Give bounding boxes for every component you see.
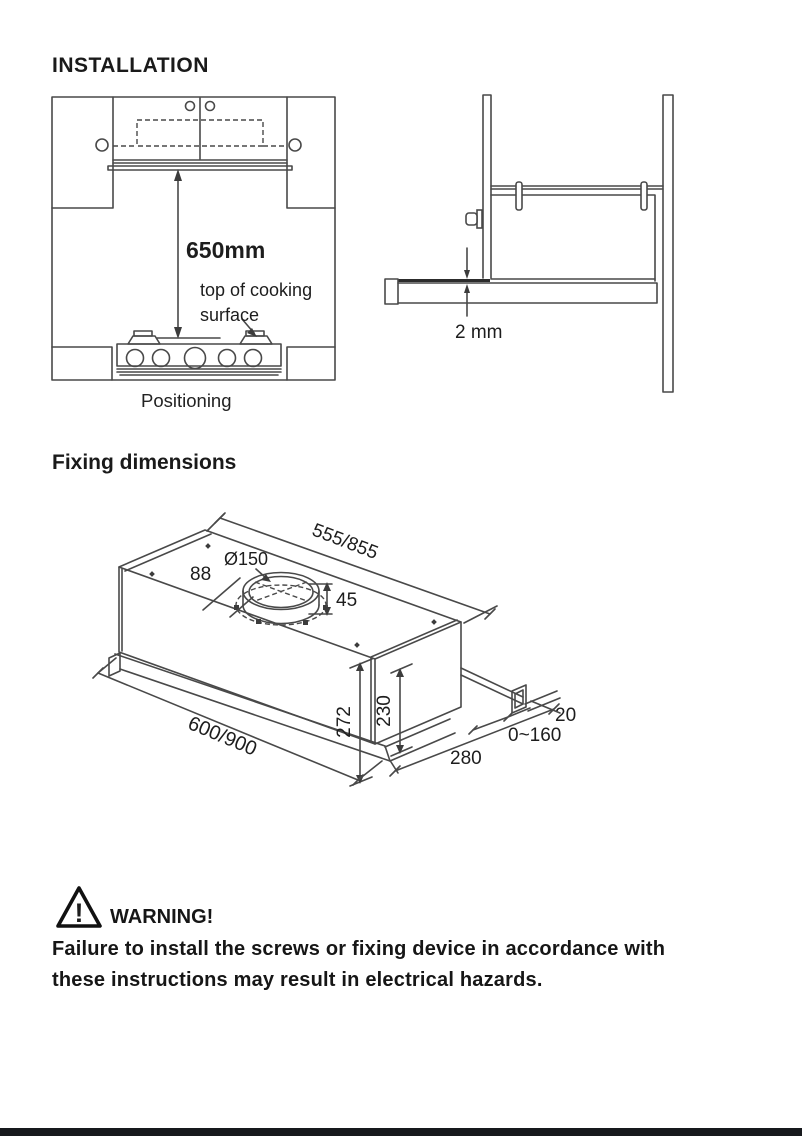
top-length-label: 555/855	[309, 520, 381, 564]
burner-cap-right	[239, 330, 273, 345]
fixing-diagram: 555/855 Ø150 88 45 272 230	[92, 512, 576, 787]
dim-body-height: 230	[374, 663, 413, 757]
bottom-frame	[108, 652, 456, 762]
warning-title: WARNING!	[110, 906, 214, 928]
dim-duct-diameter: Ø150	[224, 549, 271, 582]
gap-dimension	[464, 247, 470, 317]
warning-text-line2: these instructions may result in electri…	[52, 969, 543, 991]
rail-clip-left	[515, 181, 523, 211]
installation-heading: INSTALLATION	[52, 54, 209, 77]
dim-overall-height: 272	[334, 658, 373, 787]
door-knob-left	[184, 100, 196, 112]
positioning-diagram: 650mm top of cooking surface	[51, 96, 336, 381]
body-height-label: 230	[374, 695, 395, 727]
warning-text-line1: Failure to install the screws or fixing …	[52, 938, 666, 960]
dim-duct-offset: 88	[190, 564, 254, 618]
duct-offset-label: 88	[190, 564, 211, 585]
overall-length-label: 600/900	[185, 712, 260, 760]
dim-visor-extension: 0~160	[468, 707, 561, 746]
adjust-screw	[465, 209, 483, 229]
side-gap-diagram: 2 mm	[384, 94, 674, 393]
depth-label: 280	[450, 748, 482, 769]
door-knob-right	[204, 100, 216, 112]
kitchen-outline	[51, 96, 336, 381]
hood-recess-dashed	[136, 119, 264, 147]
footer-bar	[0, 1128, 802, 1136]
clearance-arrow	[174, 169, 182, 339]
clearance-label: 650mm	[186, 237, 265, 263]
surface-label-line1: top of cooking	[200, 280, 312, 300]
visor-extension-label: 0~160	[508, 725, 561, 746]
dim-collar-height: 45	[308, 582, 357, 616]
rail-thickness-label: 20	[555, 705, 576, 726]
dim-rail-thickness: 20	[524, 690, 576, 726]
bottom-panel	[384, 278, 658, 305]
collar-height-label: 45	[336, 590, 357, 611]
side-fixing-right	[288, 138, 302, 152]
cooktop	[116, 330, 282, 376]
surface-leader	[241, 318, 257, 337]
cabinet-boards	[482, 94, 674, 393]
side-fixing-left	[95, 138, 109, 152]
telescopic-visor	[460, 667, 527, 714]
warning-icon: !	[56, 886, 102, 928]
mounting-rail	[490, 181, 664, 282]
wall-cabinet	[95, 97, 302, 171]
dim-depth: 280	[389, 700, 561, 777]
duct-diameter-label: Ø150	[224, 549, 268, 569]
hood-body	[118, 529, 462, 745]
gap-label: 2 mm	[455, 322, 503, 343]
burner-cap-left	[127, 330, 161, 345]
rail-clip-right	[640, 181, 648, 211]
overall-height-label: 272	[334, 706, 355, 738]
fixing-heading: Fixing dimensions	[52, 451, 237, 474]
warning-exclamation: !	[75, 898, 84, 928]
surface-label-line2: surface	[200, 305, 259, 325]
positioning-caption: Positioning	[141, 390, 232, 411]
duct-outlet	[234, 571, 328, 626]
